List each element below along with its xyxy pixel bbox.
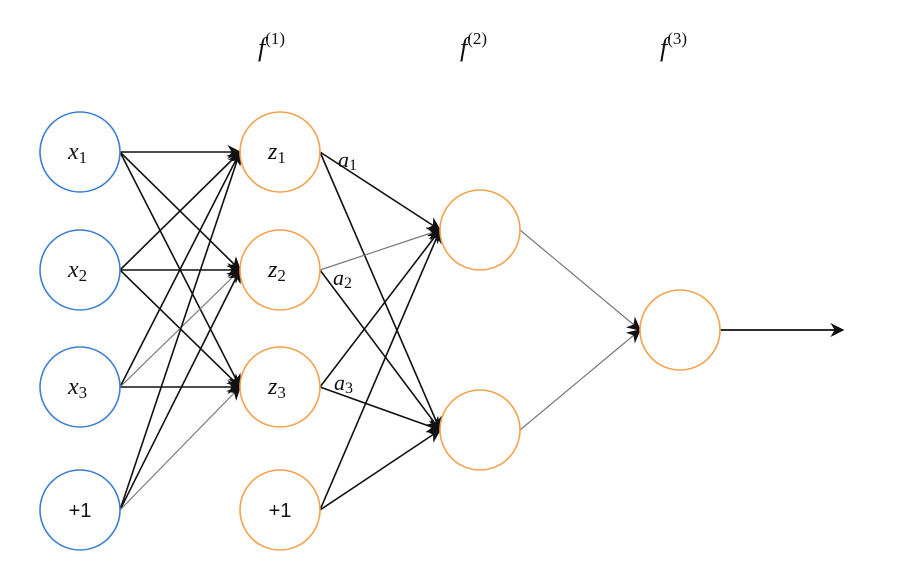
node-x1: x1 — [39, 111, 121, 193]
node-circle — [239, 346, 321, 428]
bias-label: +1 — [69, 500, 92, 522]
node-circle — [39, 346, 121, 428]
edge-b1-h1 — [319, 228, 442, 511]
edge-x3-z1 — [119, 150, 241, 388]
node-label: z2 — [267, 257, 286, 285]
edge-b1-h2 — [319, 429, 442, 511]
bias-label: +1 — [269, 500, 292, 522]
node-circle — [239, 469, 321, 551]
node-x3: x3 — [39, 346, 121, 428]
node-z2: z2 — [239, 229, 321, 311]
node-circle — [39, 111, 121, 193]
node-circle — [439, 389, 521, 471]
layer-title-3: f(3) — [660, 29, 687, 62]
activation-label-a1: a1 — [338, 147, 357, 174]
node-b1: +1 — [239, 469, 321, 551]
node-label: z1 — [267, 139, 286, 167]
edge-b0-z2 — [119, 268, 241, 511]
nodes: x1 x2 x3 +1 z1 z2 z3 +1 — [39, 111, 721, 551]
edge-b0-z1 — [119, 150, 243, 511]
activation-labels: a1 a2 a3 — [333, 147, 357, 397]
edge-x2-z1 — [119, 151, 241, 271]
edge-b0-z3 — [119, 385, 241, 511]
activation-label-a2: a2 — [333, 265, 352, 292]
node-label: x2 — [67, 257, 87, 285]
edge-z3-h2 — [319, 386, 442, 433]
layer-title-1: f(1) — [258, 29, 285, 62]
node-label: x3 — [67, 374, 87, 402]
node-z1: z1 — [239, 111, 321, 193]
edge-z2-h2 — [319, 269, 441, 432]
node-label: z3 — [267, 374, 286, 402]
layer-title-2: f(2) — [460, 29, 487, 62]
edge-z1-h2 — [319, 151, 442, 432]
node-z3: z3 — [239, 346, 321, 428]
node-o1 — [639, 289, 721, 371]
node-circle — [39, 469, 121, 551]
edge-z1-h1 — [319, 151, 442, 231]
layer-titles: f(1) f(2) f(3) — [258, 29, 687, 62]
node-x2: x2 — [39, 229, 121, 311]
node-circle — [39, 229, 121, 311]
edge-h1-o1 — [519, 229, 642, 331]
node-h1 — [439, 189, 521, 271]
edge-z2-h1 — [319, 227, 442, 271]
node-label: x1 — [67, 139, 87, 167]
node-circle — [239, 229, 321, 311]
node-h2 — [439, 389, 521, 471]
node-circle — [639, 289, 721, 371]
node-b0: +1 — [39, 469, 121, 551]
node-circle — [439, 189, 521, 271]
activation-label-a3: a3 — [334, 370, 353, 397]
edge-z3-h1 — [319, 228, 441, 388]
edge-h2-o1 — [519, 329, 642, 431]
edges — [119, 145, 845, 511]
node-circle — [239, 111, 321, 193]
